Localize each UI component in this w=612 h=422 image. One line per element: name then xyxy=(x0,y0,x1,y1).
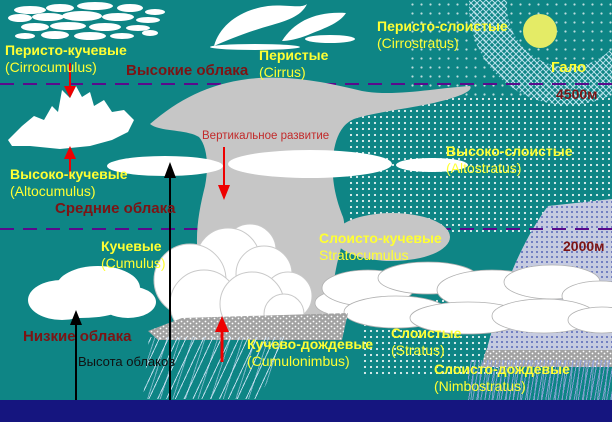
altostratus-name-latin: (Altostratus) xyxy=(446,159,522,176)
high-clouds-label: Высокие облака xyxy=(126,62,249,79)
vertical-development-label: Вертикальное развитие xyxy=(202,130,330,142)
cirrus-name-latin: (Cirrus) xyxy=(259,63,306,80)
cloud-height-axis-label: Высота облаков xyxy=(78,354,176,369)
cumulonimbus-name-ru: Кучево-дождевые xyxy=(247,336,374,352)
cumulus-label: Кучевые (Cumulus) xyxy=(101,238,166,271)
cirrus-label: Перистые (Cirrus) xyxy=(259,47,328,80)
cirrocumulus-name-latin: (Cirrocumulus) xyxy=(5,58,97,75)
ground-bar xyxy=(0,400,612,422)
cirrus-name-ru: Перистые xyxy=(259,47,329,63)
middle-clouds-label: Средние облака xyxy=(55,200,176,217)
nimbostratus-name-ru: Слоисто-дождевые xyxy=(434,361,570,377)
cirrostratus-label: Перисто-слоистые (Cirrostratus) xyxy=(377,18,508,51)
altostratus-name-ru: Высоко-слоистые xyxy=(446,143,573,159)
altitude-line-4500 xyxy=(0,83,612,85)
cirrocumulus-name-ru: Перисто-кучевые xyxy=(5,42,127,58)
stratus-label: Слоистые (Stratus) xyxy=(391,325,461,358)
altitude-4500-label: 4500м xyxy=(556,86,598,102)
altocumulus-name-ru: Высоко-кучевые xyxy=(10,166,128,182)
low-clouds-label: Низкие облака xyxy=(23,328,132,345)
cumulus-name-ru: Кучевые xyxy=(101,238,162,254)
nimbostratus-label: Слоисто-дождевые (Nimbostratus) xyxy=(434,361,570,394)
altitude-line-2000 xyxy=(0,228,612,230)
altocumulus-cloud xyxy=(8,86,134,149)
cirrus-cloud xyxy=(210,4,355,50)
nimbostratus-name-latin: (Nimbostratus) xyxy=(434,377,526,394)
halo-label: Гало xyxy=(551,59,587,76)
cirrostratus-name-latin: (Cirrostratus) xyxy=(377,34,459,51)
stratocumulus-name-latin: Stratocumulus xyxy=(319,246,409,263)
altocumulus-name-latin: (Altocumulus) xyxy=(10,182,96,199)
cumulonimbus-label: Кучево-дождевые (Cumulonimbus) xyxy=(247,336,373,369)
altocumulus-label: Высоко-кучевые (Altocumulus) xyxy=(10,166,128,199)
rain-under-nimbostratus xyxy=(468,360,612,401)
cirrostratus-name-ru: Перисто-слоистые xyxy=(377,18,508,34)
cumulonimbus-name-latin: (Cumulonimbus) xyxy=(247,352,350,369)
cumulus-name-latin: (Cumulus) xyxy=(101,254,166,271)
stratocumulus-name-ru: Слоисто-кучевые xyxy=(319,230,442,246)
cumulonimbus-white-puffs xyxy=(153,223,313,339)
cumulus-cloud xyxy=(28,266,156,320)
altitude-2000-label: 2000м xyxy=(563,238,605,254)
stratus-name-ru: Слоистые xyxy=(391,325,462,341)
altostratus-label: Высоко-слоистые (Altostratus) xyxy=(446,143,572,176)
cirrocumulus-label: Перисто-кучевые (Cirrocumulus) xyxy=(5,42,127,75)
vertical-development-arrow xyxy=(218,147,230,200)
stratocumulus-label: Слоисто-кучевые Stratocumulus xyxy=(319,230,442,263)
cirrocumulus-cloud xyxy=(8,2,165,40)
stratus-name-latin: (Stratus) xyxy=(391,341,445,358)
